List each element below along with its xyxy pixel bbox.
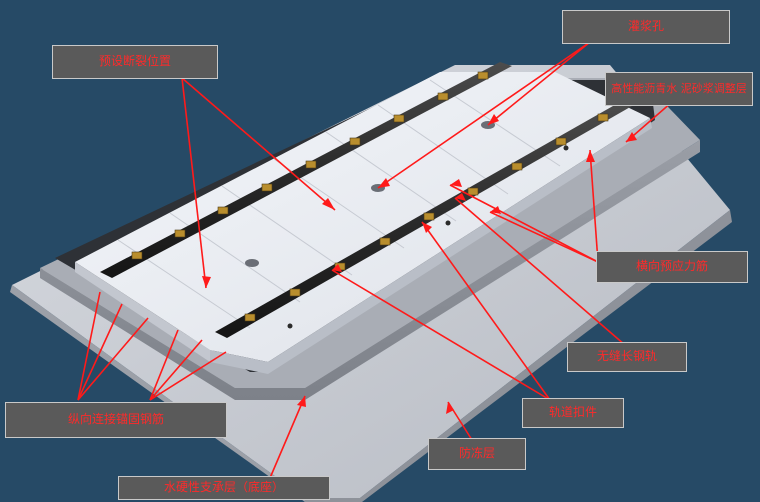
label-rail-fastener: 轨道扣件 [522,398,624,428]
label-antifreeze-layer: 防冻层 [428,438,526,470]
label-caem-adjustment-layer: 高性能沥青水 泥砂浆调整层 [605,72,753,106]
rail-fasteners [131,71,609,322]
label-transverse-prestressing-tendon: 横向预应力筋 [596,251,748,283]
label-hbl-base: 水硬性支承层（底座） [118,476,330,500]
label-longitudinal-anchor-rebar: 纵向连接锚固钢筋 [5,402,227,438]
label-continuous-welded-rail: 无缝长钢轨 [567,342,687,372]
label-grouting-hole: 灌浆孔 [562,10,730,44]
arrow-heads [202,114,637,414]
rails [100,62,632,338]
label-preset-crack-position: 预设断裂位置 [52,45,218,79]
